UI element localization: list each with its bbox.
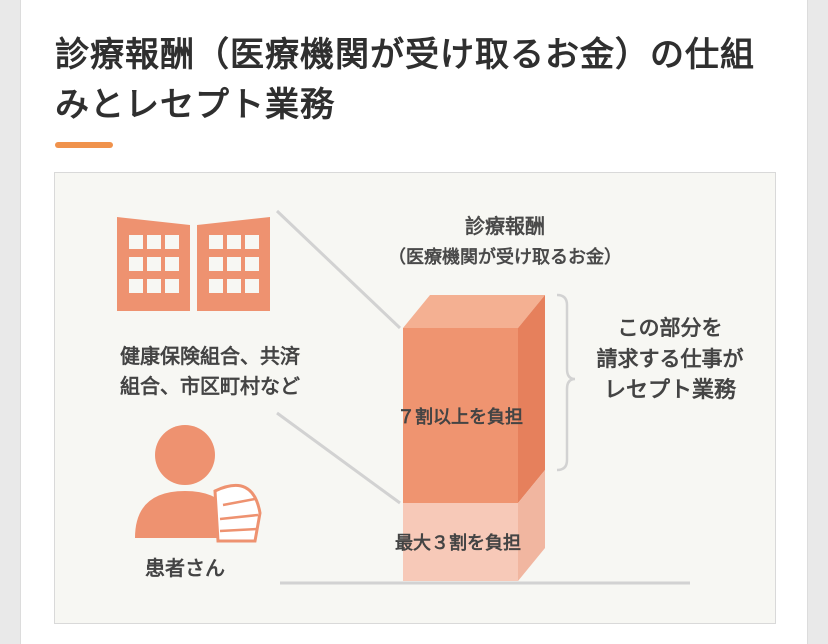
block-insurer-side bbox=[518, 295, 545, 503]
title-line-1: 診療報酬（医療機関が受け取るお金）の仕組 bbox=[55, 35, 755, 75]
connector-insurer-bottom bbox=[276, 411, 401, 505]
receipt-work-label: この部分を 請求する仕事が レセプト業務 bbox=[570, 313, 770, 406]
insurer-label-line-1: 健康保険組合、共済 bbox=[120, 344, 300, 368]
work-line-2: 請求する仕事が bbox=[596, 347, 744, 371]
title-accent-bar bbox=[55, 142, 113, 148]
work-line-3: レセプト業務 bbox=[603, 378, 736, 403]
connector-insurer-top bbox=[275, 209, 402, 330]
fee-label-group: 診療報酬 （医療機関が受け取るお金） bbox=[355, 211, 655, 273]
patient-label: 患者さん bbox=[145, 556, 225, 580]
block-insurer-share bbox=[403, 328, 518, 503]
article-card: 診療報酬（医療機関が受け取るお金）の仕組 みとレセプト業務 bbox=[20, 0, 808, 644]
receipt-diagram: 診療報酬 （医療機関が受け取るお金） 健康保険組合、共済 組合、市区町村など 患… bbox=[54, 172, 776, 624]
fee-sublabel: （医療機関が受け取るお金） bbox=[388, 247, 622, 268]
fee-block bbox=[403, 295, 545, 581]
patient-icon bbox=[135, 425, 262, 543]
diagram-graphics bbox=[117, 209, 690, 585]
title-line-2: みとレセプト業務 bbox=[55, 85, 335, 125]
insurer-label-line-2: 組合、市区町村など bbox=[120, 374, 300, 398]
page-title: 診療報酬（医療機関が受け取るお金）の仕組 みとレセプト業務 bbox=[55, 30, 785, 130]
work-line-1: この部分を bbox=[617, 316, 723, 340]
fee-label: 診療報酬 bbox=[465, 214, 545, 238]
brace bbox=[556, 293, 576, 472]
block-patient-share bbox=[403, 503, 518, 581]
block-patient-side bbox=[518, 470, 545, 581]
patient-share-label: 最大３割を負担 bbox=[395, 533, 521, 554]
building-icon bbox=[117, 217, 270, 311]
block-top-face bbox=[403, 295, 545, 328]
insurer-share-label: ７割以上を負担 bbox=[397, 407, 523, 428]
insurer-label: 健康保険組合、共済 組合、市区町村など bbox=[85, 341, 335, 401]
